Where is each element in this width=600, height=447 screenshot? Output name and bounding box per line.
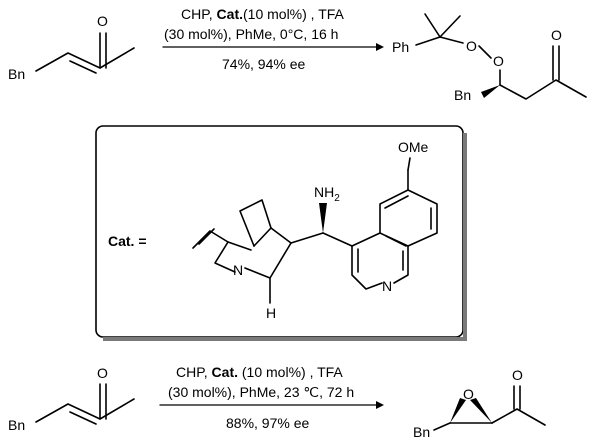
reaction-2: Bn O CHP, Cat. (10 mol%) , TFA (30 mol%)… <box>8 364 546 440</box>
reaction1-product-ph-label: Ph <box>392 39 409 55</box>
reaction2-product-bn-label: Bn <box>413 424 430 440</box>
reaction1-conditions-line2: (30 mol%), PhMe, 0°C, 16 h <box>164 26 338 42</box>
reaction2-arrow <box>159 401 384 409</box>
reaction1-arrow <box>162 43 384 51</box>
reaction1-reactant-enone: Bn O <box>8 13 135 82</box>
catalyst-methoxy-label: OMe <box>398 139 429 155</box>
reaction1-product-carbonyl-o: O <box>551 27 562 43</box>
reaction2-reactant-carbonyl-o: O <box>97 365 108 381</box>
reaction2-product-epoxide: Bn O O <box>413 367 546 440</box>
reaction2-reactant-enone: Bn O <box>8 365 135 433</box>
catalyst-quinoline-n: N <box>382 278 392 294</box>
reaction1-product-peroxide: Ph O O Bn O <box>392 13 587 103</box>
reaction1-yield-ee: 74%, 94% ee <box>222 56 305 72</box>
catalyst-box: Cat. = N H NH2 N <box>95 125 467 341</box>
reaction2-conditions-line2: (30 mol%), PhMe, 23 ℃, 72 h <box>168 384 354 400</box>
reaction1-product-peroxide-o2: O <box>493 53 504 69</box>
reaction1-conditions-line1: CHP, Cat.(10 mol%) , TFA <box>181 6 345 22</box>
reaction2-product-epoxide-o: O <box>463 386 474 402</box>
reaction2-yield-ee: 88%, 97% ee <box>226 415 309 431</box>
reaction1-product-peroxide-o1: O <box>466 38 477 54</box>
reaction1-reactant-bn-label: Bn <box>8 66 25 82</box>
reaction2-conditions-line1: CHP, Cat. (10 mol%) , TFA <box>176 364 343 380</box>
catalyst-bridgehead-n: N <box>233 262 243 278</box>
catalyst-quinoline: N OMe <box>322 139 438 294</box>
catalyst-quinuclidine: N H <box>192 199 324 321</box>
reaction1-reactant-carbonyl-o: O <box>97 13 108 29</box>
reaction-1: Bn O CHP, Cat.(10 mol%) , TFA (30 mol%),… <box>8 6 587 103</box>
catalyst-amine-label: NH2 <box>314 184 340 204</box>
catalyst-label: Cat. = <box>108 233 147 249</box>
catalyst-bridgehead-h: H <box>266 305 276 321</box>
reaction1-product-bn-label: Bn <box>454 87 471 103</box>
reaction2-reactant-bn-label: Bn <box>8 417 25 433</box>
reaction2-product-carbonyl-o: O <box>512 367 523 383</box>
catalyst-amine-stereocenter: NH2 <box>314 184 340 233</box>
